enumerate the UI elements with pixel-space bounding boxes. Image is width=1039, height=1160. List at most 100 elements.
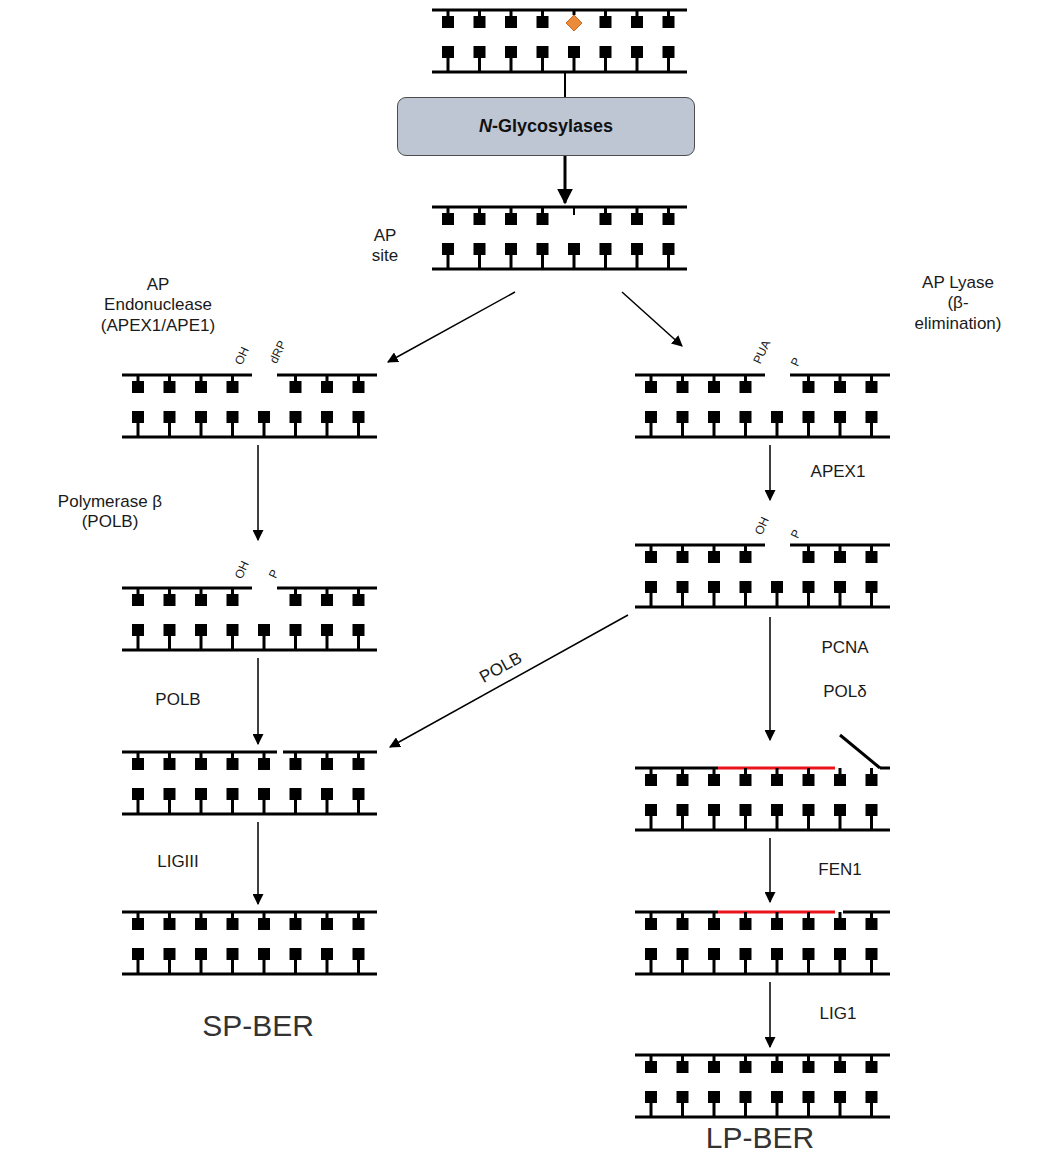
base-stem	[713, 960, 716, 974]
base-stem	[137, 636, 140, 650]
base	[803, 948, 815, 960]
base	[195, 788, 207, 800]
base	[227, 411, 239, 423]
base-stem	[839, 912, 842, 918]
base-stem	[357, 752, 360, 758]
base	[834, 581, 846, 593]
base	[771, 411, 783, 423]
base	[290, 948, 302, 960]
base-stem	[326, 636, 329, 650]
base	[321, 411, 333, 423]
base	[321, 594, 333, 606]
base	[474, 16, 486, 28]
base-stem	[200, 800, 203, 814]
base-stem	[231, 800, 234, 814]
enzyme-label: POLB	[476, 648, 526, 688]
base	[353, 918, 365, 930]
base	[740, 381, 752, 393]
backbone	[843, 911, 890, 914]
base-stem	[263, 423, 266, 437]
base	[677, 918, 689, 930]
base	[803, 551, 815, 563]
base-stem	[681, 545, 684, 551]
base-stem	[744, 912, 747, 918]
base-stem	[326, 912, 329, 918]
damaged-base	[566, 15, 582, 31]
enzyme-label: LIG1	[820, 1004, 857, 1024]
base-stem	[447, 207, 450, 213]
step-arrow	[564, 156, 567, 203]
base	[258, 411, 270, 423]
base	[164, 624, 176, 636]
base-stem	[807, 1055, 810, 1061]
base-stem	[713, 816, 716, 830]
base-stem	[294, 912, 297, 918]
base	[645, 1091, 657, 1103]
base	[132, 918, 144, 930]
base-stem	[357, 588, 360, 594]
base	[227, 594, 239, 606]
base	[195, 948, 207, 960]
base	[353, 381, 365, 393]
base-stem	[681, 1103, 684, 1117]
base-stem	[263, 752, 266, 758]
base	[290, 788, 302, 800]
base-stem	[168, 423, 171, 437]
base	[227, 918, 239, 930]
base-stem	[200, 752, 203, 758]
base-stem	[200, 588, 203, 594]
base	[834, 551, 846, 563]
base-stem	[168, 636, 171, 650]
backbone	[432, 206, 687, 209]
enzyme-label: AP Endonuclease (APEX1/APE1)	[101, 275, 215, 336]
dna-duplex	[432, 206, 687, 271]
base	[132, 594, 144, 606]
dna-duplex	[635, 735, 890, 832]
dna-duplex	[122, 751, 377, 816]
pathway-name: SP-BER	[202, 1008, 314, 1044]
backbone	[122, 436, 377, 439]
base	[645, 551, 657, 563]
base	[321, 918, 333, 930]
base	[321, 948, 333, 960]
base-stem	[200, 375, 203, 381]
base	[290, 381, 302, 393]
base-stem	[231, 588, 234, 594]
base	[708, 948, 720, 960]
base	[195, 381, 207, 393]
base-stem	[776, 960, 779, 974]
base-stem	[168, 752, 171, 758]
base-stem	[510, 10, 513, 16]
base-stem	[839, 423, 842, 437]
base-stem	[713, 912, 716, 918]
base	[353, 948, 365, 960]
base-stem	[137, 423, 140, 437]
step-arrow	[769, 982, 771, 1047]
base-stem	[870, 816, 873, 830]
base-stem	[681, 768, 684, 774]
base-stem	[357, 375, 360, 381]
end-group-label: P	[788, 527, 804, 540]
base	[803, 581, 815, 593]
base-stem	[478, 10, 481, 16]
end-group-label: P	[266, 567, 282, 580]
base	[164, 381, 176, 393]
base-stem	[137, 588, 140, 594]
base	[645, 804, 657, 816]
base	[164, 948, 176, 960]
base	[866, 1061, 878, 1073]
base	[505, 46, 517, 58]
base	[803, 918, 815, 930]
base	[227, 948, 239, 960]
step-arrow	[257, 822, 259, 904]
base	[677, 381, 689, 393]
base-stem	[839, 1103, 842, 1117]
base-stem	[650, 375, 653, 381]
base-stem	[263, 800, 266, 814]
base-stem	[357, 800, 360, 814]
base	[474, 213, 486, 225]
base	[537, 16, 549, 28]
base	[866, 411, 878, 423]
base-stem	[807, 912, 810, 918]
base-stem	[776, 768, 779, 774]
